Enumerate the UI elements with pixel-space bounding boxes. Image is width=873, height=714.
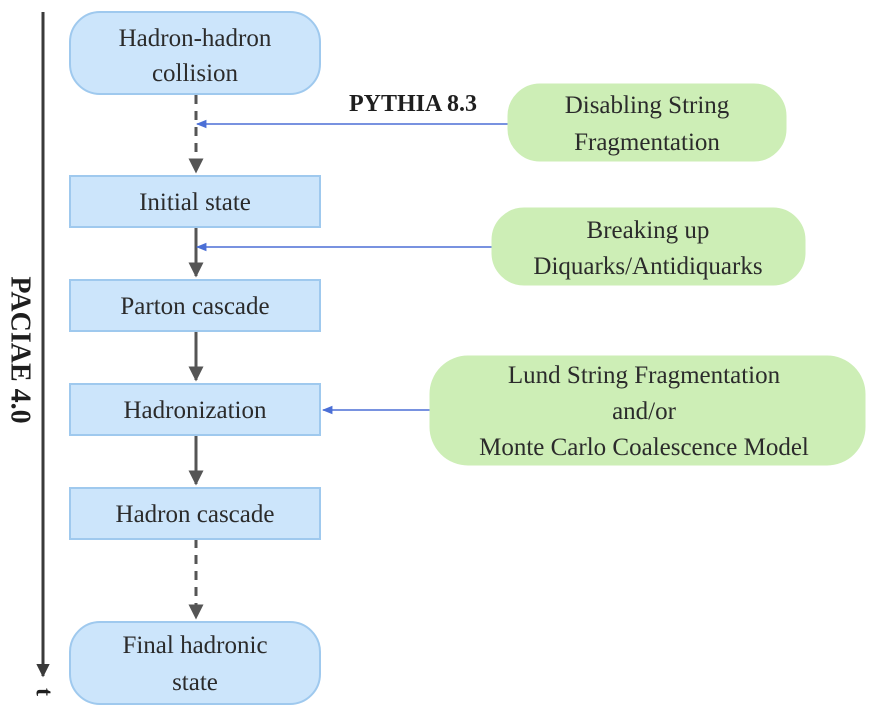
input-disabling-string-fragmentation: Disabling String Fragmentation — [507, 83, 787, 162]
stage-label: Parton cascade — [120, 293, 269, 320]
stage-label-line-2: state — [172, 669, 218, 696]
stage-label: Hadron cascade — [116, 501, 275, 528]
stage-final-hadronic-state: Final hadronic state — [69, 621, 321, 705]
input-label-line-1: Lund String Fragmentation — [508, 362, 781, 389]
stage-label-line-1: Hadron-hadron — [119, 25, 272, 52]
time-symbol: t — [30, 688, 56, 696]
input-label-line-3: Monte Carlo Coalescence Model — [479, 434, 809, 461]
input-label-line-1: Disabling String — [565, 92, 730, 119]
input-label-line-2: and/or — [612, 398, 677, 425]
stage-initial-state: Initial state — [69, 175, 321, 228]
time-axis-label: PACIAE 4.0 — [5, 276, 36, 423]
stage-label: Initial state — [139, 189, 251, 216]
input-hadronization-models: Lund String Fragmentation and/or Monte C… — [429, 355, 866, 466]
stage-hadron-hadron-collision: Hadron-hadron collision — [69, 11, 321, 95]
input-label-line-2: Diquarks/Antidiquarks — [533, 253, 762, 280]
stage-label: Hadronization — [123, 397, 267, 424]
stage-label-line-2: collision — [152, 60, 239, 87]
input-label-line-2: Fragmentation — [574, 129, 720, 156]
input-breaking-up-diquarks: Breaking up Diquarks/Antidiquarks — [491, 207, 806, 286]
stage-hadron-cascade: Hadron cascade — [69, 487, 321, 540]
input-arrows — [195, 119, 510, 415]
stage-label-line-1: Final hadronic — [122, 632, 267, 659]
input-label-line-1: Breaking up — [587, 217, 710, 244]
stage-parton-cascade: Parton cascade — [69, 279, 321, 332]
time-axis: PACIAE 4.0 t — [5, 12, 57, 696]
pythia-annotation: PYTHIA 8.3 — [349, 91, 477, 117]
stage-hadronization: Hadronization — [69, 383, 321, 436]
